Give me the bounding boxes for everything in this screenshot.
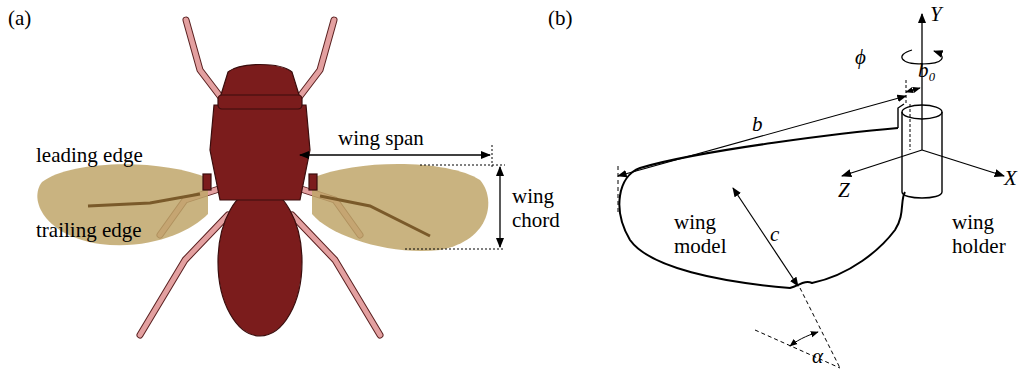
axis-label: X xyxy=(1004,166,1017,190)
angle-symbol: α xyxy=(812,344,823,368)
angle-symbol: ϕ xyxy=(855,45,866,69)
panel-letter: (b) xyxy=(548,6,573,30)
edge-label: trailing edge xyxy=(36,218,142,242)
dimension-label: b₀ xyxy=(918,58,936,82)
dimension-label: b xyxy=(752,112,763,136)
edge-label: leading edge xyxy=(36,143,143,167)
part-name: wing model xyxy=(674,210,744,258)
axis-label: Y xyxy=(930,2,942,26)
panel-letter: (a) xyxy=(8,6,31,30)
dimension-label: wing span xyxy=(338,126,424,150)
part-name: wing holder xyxy=(952,210,1016,258)
axis-label: Z xyxy=(838,178,850,202)
dimension-label: wing chord xyxy=(512,184,572,232)
dimension-label: c xyxy=(770,222,779,246)
